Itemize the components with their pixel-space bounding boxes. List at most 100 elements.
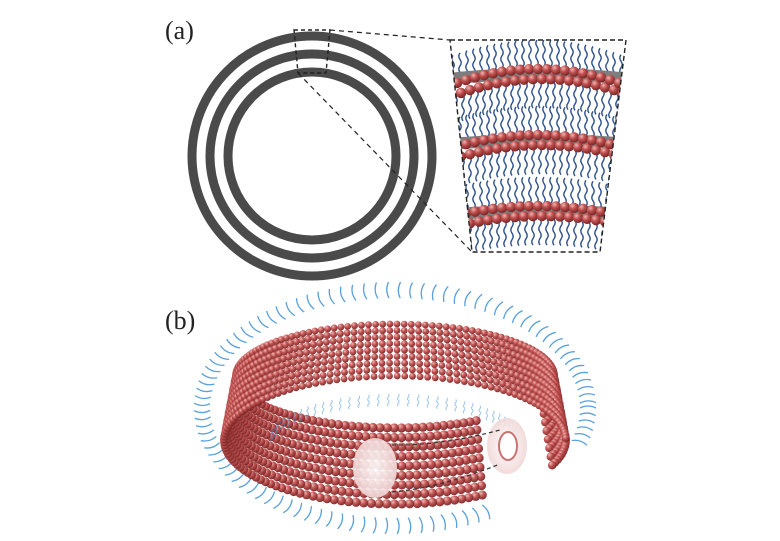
torus-lipid-head [414,321,422,329]
torus-lipid-head [425,422,435,432]
lipid-head [554,211,566,222]
torus-inner-tail [357,395,361,409]
torus-lipid-tail [195,422,213,428]
dashed-link-bottom [391,463,501,493]
lipid-tail [510,83,514,111]
lipid-head [536,73,548,85]
torus-lipid-head [400,320,408,328]
lipid-tail [475,154,479,182]
lipid-head [450,144,454,155]
torus-lipid-head [378,353,386,361]
torus-lipid-tail [502,305,514,320]
torus-lipid-head [294,370,302,378]
torus-lipid-head [442,486,452,497]
lipid-tail [535,105,539,133]
lipid-tail [601,89,605,117]
torus-lipid-tail [481,504,491,520]
torus-lipid-head [421,321,429,329]
torus-lipid-head [270,384,278,392]
torus-lipid-head [282,374,290,382]
torus-lipid-head [427,488,437,498]
lipid-tail [580,220,584,248]
lipid-tail [517,148,521,176]
lipid-tail [552,81,556,109]
torus-lipid-head [460,371,468,379]
torus-lipid-head [288,372,296,380]
torus-lipid-head [332,448,342,458]
torus-lipid-head [452,419,462,429]
torus-lipid-head [418,422,428,432]
lipid-tail [627,120,629,146]
lipid-tail [465,114,469,142]
torus-lipid-head [349,348,357,356]
torus-lipid-head [423,354,431,362]
lipid-head [523,63,535,75]
lipid-head [568,132,580,143]
torus-lipid-head [324,325,332,333]
lipid-tail [486,44,490,72]
lipid-head [613,141,625,152]
lipid-torus [193,281,597,535]
lipid-tail [587,86,591,114]
lipid-tail [598,47,602,75]
lipid-head [469,72,481,83]
torus-lipid-head [436,329,444,337]
lipid-head [563,75,575,86]
torus-lipid-head [331,457,341,467]
torus-lipid-head [494,345,502,354]
torus-lipid-tail [248,321,261,333]
torus-lipid-head [434,487,445,497]
torus-lipid-head [386,359,393,367]
torus-lipid-head [454,456,464,466]
torus-lipid-head [313,366,321,374]
torus-lipid-head [447,457,458,467]
lipid-tail [496,150,500,178]
torus-lipid-head [330,476,340,486]
panel-a-label: (a) [165,16,194,45]
torus-lipid-tail [386,281,390,299]
lipid-head [451,210,463,221]
torus-lipid-head [488,344,496,352]
lipid-tail [451,186,455,214]
torus-lipid-tail [579,400,597,404]
torus-lipid-head [335,350,343,357]
torus-lipid-head [397,451,407,462]
torus-lipid-tail [409,282,414,299]
torus-lipid-tail [314,508,323,525]
torus-lipid-tail [325,511,333,527]
torus-lipid-head [365,321,372,329]
torus-lipid-head [404,423,414,433]
torus-lipid-head [460,446,471,456]
torus-lipid-head [393,340,401,347]
torus-lipid-head [282,334,290,342]
lipid-tail [580,150,584,178]
torus-lipid-head [474,380,482,388]
torus-lipid-head [464,345,472,353]
torus-lipid-head [366,498,376,508]
torus-lipid-head [416,360,424,368]
torus-lipid-head [305,328,313,336]
torus-lipid-head [426,460,436,470]
torus-lipid-head [462,326,470,333]
torus-lipid-head [386,327,394,334]
torus-lipid-tail [246,482,260,494]
torus-lipid-head [545,443,554,453]
torus-lipid-head [408,340,416,348]
torus-inner-tail [492,410,495,424]
lipid-tail [594,88,598,115]
lipid-head [451,77,463,89]
torus-lipid-head [289,358,298,366]
torus-lipid-head [341,355,349,363]
torus-lipid-head [502,368,510,376]
torus-lipid-tail [471,507,480,523]
lipid-head [590,144,602,156]
torus-lipid-head [483,349,491,357]
torus-lipid-head [386,353,393,360]
torus-lipid-tail [568,364,585,372]
torus-lipid-head [440,449,450,459]
torus-lipid-head [479,368,487,376]
lipid-tail [489,86,493,114]
lipid-tail [556,40,560,68]
torus-lipid-head [444,349,452,357]
